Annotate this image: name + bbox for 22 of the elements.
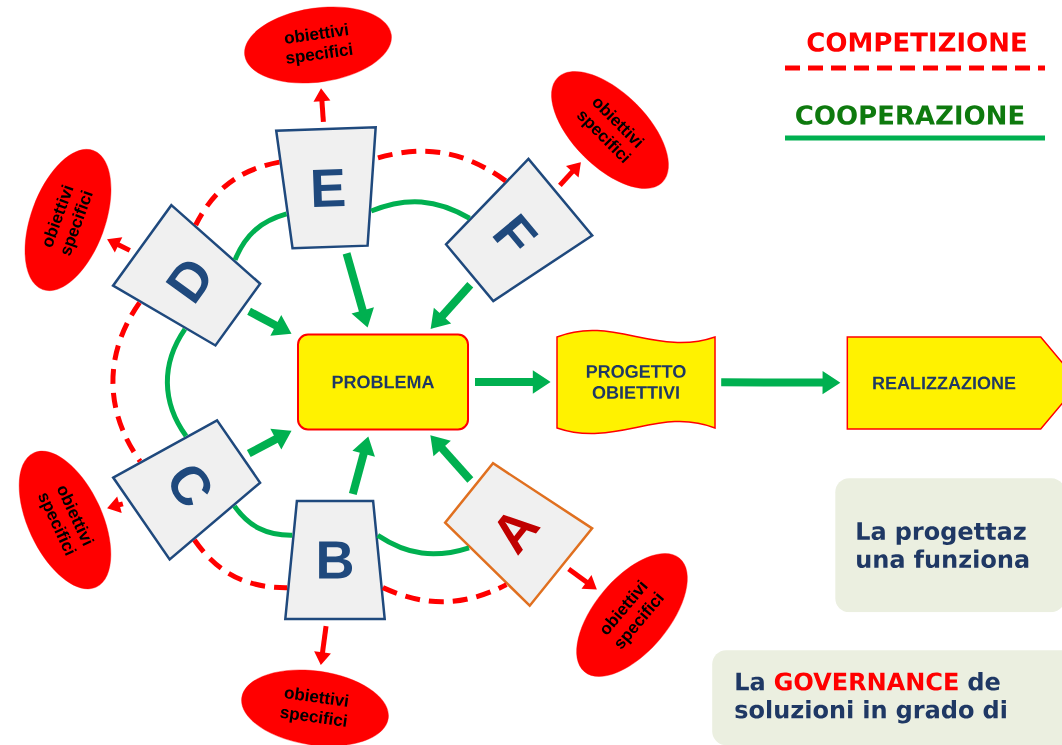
arrow bbox=[567, 566, 597, 590]
dashed-arc bbox=[374, 148, 508, 183]
arc-line bbox=[232, 211, 288, 261]
arc-line bbox=[376, 533, 470, 557]
trapezoid-block: E bbox=[274, 126, 377, 250]
dashed-arc bbox=[192, 538, 288, 591]
dashed-arc bbox=[381, 582, 508, 605]
arc-line bbox=[370, 199, 471, 221]
arc-line bbox=[164, 327, 189, 438]
note-box: La progettaz una funziona bbox=[835, 478, 1062, 613]
arrow-box: REALIZZAZIONE bbox=[846, 336, 1062, 430]
process-box: PROBLEMA bbox=[297, 333, 469, 431]
arc-line bbox=[232, 504, 293, 538]
note-box: La GOVERNANCE de soluzioni in grado di bbox=[712, 650, 1062, 745]
arrow bbox=[558, 162, 581, 188]
document-box: PROGETTO OBIETTIVI bbox=[556, 329, 716, 435]
trapezoid-block: D bbox=[111, 203, 262, 348]
arrow bbox=[430, 435, 474, 483]
legend-label: COMPETIZIONE bbox=[807, 32, 1026, 52]
dashed-arc bbox=[110, 301, 143, 463]
dashed-arc bbox=[193, 159, 280, 227]
legend-label: COOPERAZIONE bbox=[796, 105, 1024, 125]
